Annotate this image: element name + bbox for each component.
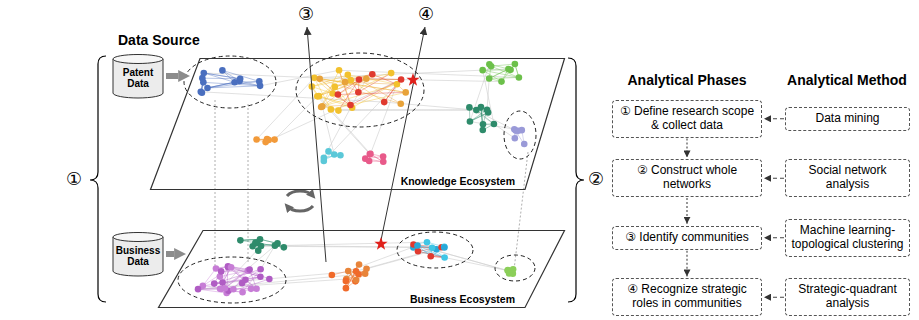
phase-box: ④ Recognize strategic roles in communiti… [612, 278, 762, 316]
bracket [90, 56, 106, 302]
red-star [374, 237, 387, 250]
business-plane: Business Ecosystem [158, 230, 565, 308]
callout-number: ③ [298, 3, 314, 25]
column-heading: Analytical Phases [612, 72, 762, 88]
box-text: ① Define research scope & collect data [613, 101, 761, 137]
method-arrow [764, 297, 784, 298]
box-text: Social network analysis [786, 160, 909, 196]
phase-arrow [686, 198, 687, 224]
ecosystem-label: Knowledge Ecosystem [399, 175, 517, 187]
phase-arrow [686, 251, 687, 277]
link-lines [215, 100, 528, 270]
box-text: Strategic-quadrant analysis [786, 279, 909, 315]
section-heading: Data Source [118, 32, 200, 48]
bracket [568, 58, 584, 302]
phase-box: ② Construct whole networks [612, 159, 762, 197]
box-text: Data mining [786, 108, 909, 130]
plane-outline [150, 58, 565, 190]
phase-box: ① Define research scope & collect data [612, 100, 762, 138]
method-arrow [764, 178, 784, 179]
network-graph [195, 61, 528, 297]
method-box: Strategic-quadrant analysis [785, 278, 910, 316]
source-label: Patent Data [112, 54, 164, 93]
phase-arrow [686, 139, 687, 158]
data-cylinder: Patent Data [112, 54, 164, 98]
community-ellipses [178, 53, 536, 303]
callout-number: ④ [418, 3, 434, 25]
box-text: ④ Recognize strategic roles in communiti… [613, 279, 761, 315]
method-arrow [764, 118, 784, 119]
callout-number: ② [588, 168, 604, 190]
method-arrow [764, 237, 784, 238]
box-text: ② Construct whole networks [613, 160, 761, 196]
source-label: Business Data [112, 232, 164, 271]
knowledge-plane: Knowledge Ecosystem [150, 58, 565, 190]
method-box: Machine learning-topological clustering [785, 219, 910, 257]
column-heading: Analytical Method [777, 72, 917, 88]
red-star [406, 73, 419, 86]
data-cylinder: Business Data [112, 232, 164, 276]
callout-number: ① [66, 168, 82, 190]
box-text: ③ Identify communities [613, 227, 761, 249]
method-box: Social network analysis [785, 159, 910, 197]
box-text: Machine learning-topological clustering [786, 220, 909, 256]
callout-arrows [307, 27, 425, 262]
method-box: Data mining [785, 107, 910, 131]
input-arrow [166, 73, 178, 79]
phase-box: ③ Identify communities [612, 226, 762, 250]
ecosystem-label: Business Ecosystem [408, 293, 517, 305]
input-arrow [166, 251, 174, 257]
cycle-arrow [287, 191, 313, 211]
